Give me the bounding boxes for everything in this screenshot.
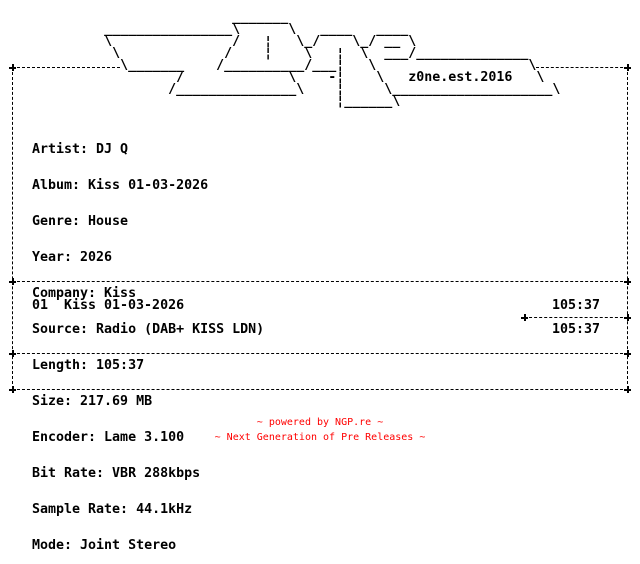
corner: [9, 64, 16, 71]
corner: [624, 64, 631, 71]
logo-line: \ / ¦ \ ¦ \ ___/______________: [0, 46, 529, 61]
corner: [9, 278, 16, 285]
logo-line: /_______________\ ¦ \___________________…: [0, 82, 561, 97]
info-artist: Artist: DJ Q: [32, 142, 129, 157]
corner: [624, 278, 631, 285]
logo-line: \ / ¦ \_/ \_/ __ \: [0, 34, 417, 49]
track-number: 01: [32, 298, 49, 313]
logo-line: / \ -¦ \ z0ne.est.2016 \: [0, 70, 545, 85]
frame-bottom: [12, 389, 628, 390]
separator-total: [524, 317, 628, 318]
corner: [624, 314, 631, 321]
total-length: 105:37: [552, 322, 601, 337]
corner: [624, 386, 631, 393]
frame-right: [627, 67, 628, 389]
info-company: Company: Kiss: [32, 286, 137, 301]
separator-info: [12, 281, 628, 282]
ascii-logo: _______ ________________\ \ ____ ____ \ …: [0, 10, 561, 109]
frame-top-right: [536, 67, 628, 68]
footer-powered-by: ~ powered by NGP.re ~: [256, 417, 384, 428]
info-encoder: Encoder: Lame 3.100: [32, 430, 185, 445]
corner: [9, 386, 16, 393]
track-length: 105:37: [552, 298, 601, 313]
track-title: Kiss 01-03-2026: [64, 298, 185, 313]
info-size: Size: 217.69 MB: [32, 394, 153, 409]
release-info: Artist: DJ Q Album: Kiss 01-03-2026 Genr…: [32, 120, 264, 564]
corner: [521, 314, 528, 321]
info-source: Source: Radio (DAB+ KISS LDN): [32, 322, 265, 337]
separator-tracks: [12, 353, 628, 354]
info-year: Year: 2026: [32, 250, 113, 265]
info-length: Length: 105:37: [32, 358, 145, 373]
logo-line: ________________\ \ ____ ____: [0, 22, 409, 37]
footer-tagline: ~ Next Generation of Pre Releases ~: [214, 432, 426, 443]
info-bitrate: Bit Rate: VBR 288kbps: [32, 466, 201, 481]
info-album: Album: Kiss 01-03-2026: [32, 178, 209, 193]
info-samplerate: Sample Rate: 44.1kHz: [32, 502, 193, 517]
corner: [624, 350, 631, 357]
logo-line: \_______ /__________/___¦ \ \: [0, 58, 537, 73]
info-mode: Mode: Joint Stereo: [32, 538, 177, 553]
frame-top-left: [12, 67, 120, 68]
logo-line: _______: [0, 10, 289, 25]
frame-left: [12, 67, 13, 389]
corner: [9, 350, 16, 357]
logo-line: ¦______\: [0, 94, 401, 109]
info-genre: Genre: House: [32, 214, 129, 229]
